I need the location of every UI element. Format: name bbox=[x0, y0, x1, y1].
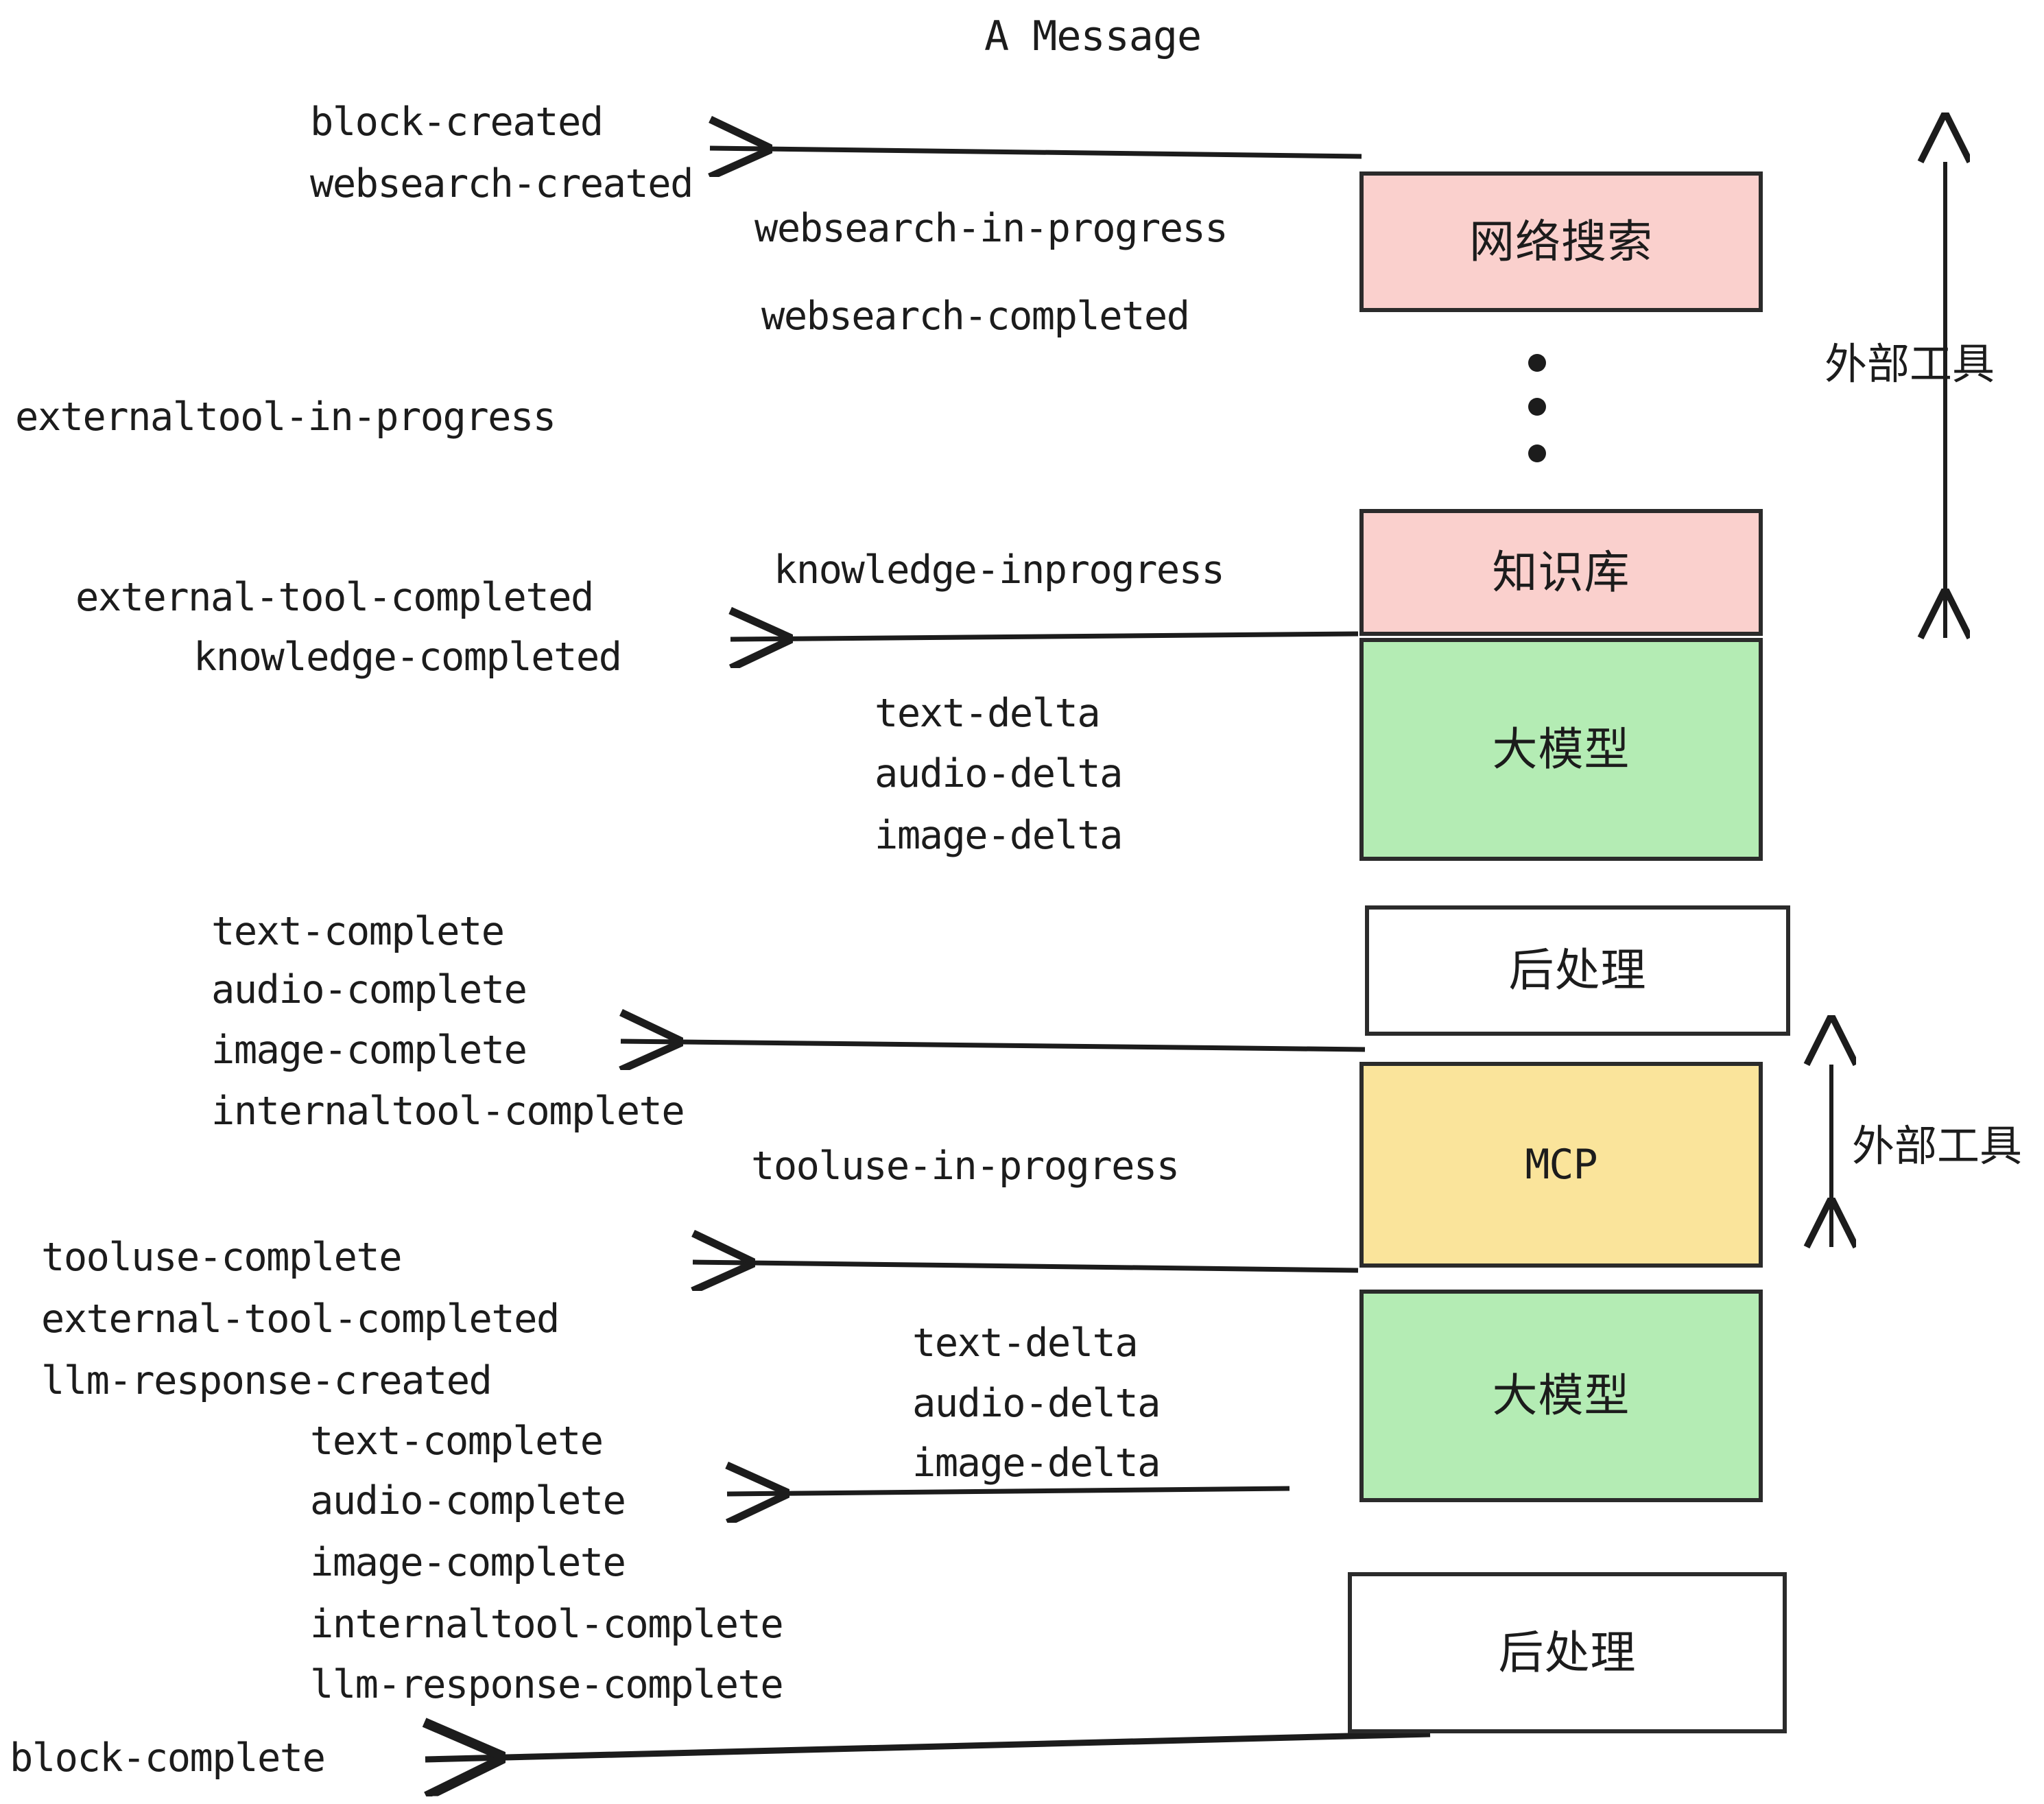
event-audio-complete-2: audio-complete bbox=[310, 1478, 626, 1523]
event-text-complete-2: text-complete bbox=[310, 1419, 604, 1464]
event-websearch-in-progress: websearch-in-progress bbox=[754, 206, 1228, 251]
box-knowledge[interactable]: 知识库 bbox=[1359, 509, 1763, 636]
ellipsis-dot-1 bbox=[1528, 354, 1546, 372]
arrow-websearch-to-events bbox=[710, 148, 1362, 156]
event-image-complete-2: image-complete bbox=[310, 1540, 626, 1585]
box-llm-2-label: 大模型 bbox=[1492, 1369, 1630, 1422]
event-text-delta-1: text-delta bbox=[875, 691, 1101, 736]
box-knowledge-label: 知识库 bbox=[1492, 545, 1630, 599]
ellipsis-dot-2 bbox=[1528, 398, 1546, 416]
arrow-llm2-to-events bbox=[727, 1488, 1290, 1494]
box-llm-2[interactable]: 大模型 bbox=[1359, 1290, 1763, 1502]
event-knowledge-inprogress: knowledge-inprogress bbox=[774, 547, 1225, 593]
event-audio-delta-1: audio-delta bbox=[875, 751, 1124, 796]
event-text-complete-1: text-complete bbox=[211, 909, 505, 954]
side-label-external-tool-bottom: 外部工具 bbox=[1852, 1121, 2023, 1171]
event-internaltool-complete-1: internaltool-complete bbox=[211, 1089, 685, 1134]
arrow-knowledge-to-events bbox=[730, 634, 1359, 639]
event-websearch-created: websearch-created bbox=[310, 161, 693, 206]
event-image-delta-1: image-delta bbox=[875, 813, 1124, 858]
box-postprocess-1-label: 后处理 bbox=[1508, 944, 1647, 997]
event-text-delta-2: text-delta bbox=[912, 1320, 1139, 1366]
box-postprocess-1[interactable]: 后处理 bbox=[1365, 905, 1790, 1036]
box-mcp[interactable]: MCP bbox=[1359, 1062, 1763, 1268]
page-title: A Message bbox=[984, 12, 1202, 60]
event-externaltool-in-progress: externaltool-in-progress bbox=[15, 394, 556, 440]
event-block-complete: block-complete bbox=[10, 1735, 326, 1781]
event-tooluse-complete: tooluse-complete bbox=[41, 1235, 403, 1280]
event-audio-complete-1: audio-complete bbox=[211, 967, 527, 1012]
box-mcp-label: MCP bbox=[1525, 1141, 1597, 1189]
event-image-complete-1: image-complete bbox=[211, 1028, 527, 1073]
event-knowledge-completed: knowledge-completed bbox=[193, 634, 622, 680]
event-image-delta-2: image-delta bbox=[912, 1440, 1161, 1486]
event-llm-response-complete: llm-response-complete bbox=[310, 1662, 784, 1707]
event-audio-delta-2: audio-delta bbox=[912, 1381, 1161, 1426]
event-block-created: block-created bbox=[310, 99, 604, 145]
box-llm-1-label: 大模型 bbox=[1492, 722, 1630, 776]
arrow-mcp-to-events bbox=[693, 1262, 1359, 1270]
ellipsis-dot-3 bbox=[1528, 444, 1546, 462]
event-tooluse-in-progress: tooluse-in-progress bbox=[751, 1143, 1180, 1189]
box-websearch[interactable]: 网络搜索 bbox=[1359, 171, 1763, 312]
arrow-llm1-to-events bbox=[621, 1041, 1366, 1049]
box-postprocess-2[interactable]: 后处理 bbox=[1348, 1572, 1787, 1733]
event-external-tool-completed-1: external-tool-completed bbox=[75, 575, 594, 620]
event-external-tool-completed-2: external-tool-completed bbox=[41, 1296, 560, 1342]
box-llm-1[interactable]: 大模型 bbox=[1359, 638, 1763, 861]
side-label-external-tool-top: 外部工具 bbox=[1825, 339, 1995, 389]
event-llm-response-created: llm-response-created bbox=[41, 1358, 492, 1403]
box-postprocess-2-label: 后处理 bbox=[1498, 1626, 1637, 1679]
arrow-postprocess-to-block-complete bbox=[425, 1734, 1431, 1759]
event-websearch-completed: websearch-completed bbox=[761, 294, 1190, 339]
box-websearch-label: 网络搜索 bbox=[1469, 215, 1653, 268]
event-internaltool-complete-2: internaltool-complete bbox=[310, 1602, 784, 1647]
